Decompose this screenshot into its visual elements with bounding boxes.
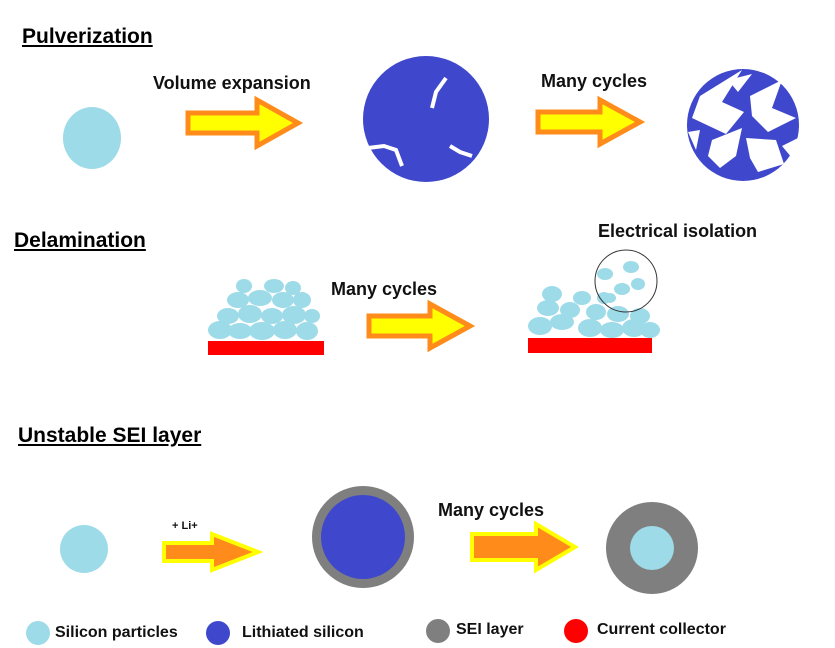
- silicon-particle: [63, 107, 121, 169]
- heading-delamination: Delamination: [14, 229, 146, 252]
- pulverized-particle: [687, 69, 799, 181]
- current-collector-after: [528, 338, 652, 353]
- current-collector-before: [208, 341, 324, 355]
- thick-sei-particle: [606, 502, 698, 594]
- label-li-plus: + Li+: [172, 520, 198, 532]
- legend-label-silicon: Silicon particles: [55, 624, 178, 641]
- legend-markers: [26, 619, 588, 645]
- arrow-many-cycles-pulverization: [535, 95, 646, 149]
- silicon-cluster-after: [528, 286, 660, 338]
- arrow-many-cycles-sei: [470, 520, 579, 574]
- sei-coated-lithiated-particle: [312, 486, 414, 588]
- silicon-cluster-before: [208, 279, 320, 340]
- legend-label-collector: Current collector: [597, 621, 726, 638]
- legend-marker-sei: [426, 619, 450, 643]
- legend-marker-lithiated: [206, 621, 230, 645]
- label-many-cycles-pulverization: Many cycles: [541, 71, 648, 91]
- silicon-particle-sei: [60, 525, 108, 573]
- label-many-cycles-sei: Many cycles: [438, 500, 545, 520]
- pulverization-group: [63, 56, 799, 182]
- lithiated-cracked-particle: [363, 56, 489, 182]
- arrow-li-plus: [162, 531, 264, 573]
- legend-label-sei: SEI layer: [456, 621, 524, 638]
- legend-marker-silicon: [26, 621, 50, 645]
- label-electrical-isolation: Electrical isolation: [598, 221, 758, 241]
- sei-group: [60, 486, 698, 594]
- label-volume-expansion: Volume expansion: [153, 73, 311, 93]
- delamination-group: [208, 249, 660, 355]
- label-many-cycles-delamination: Many cycles: [331, 279, 438, 299]
- isolated-particles: [594, 249, 658, 313]
- legend-label-lithiated: Lithiated silicon: [242, 624, 364, 641]
- legend-marker-collector: [564, 619, 588, 643]
- arrow-many-cycles-delamination: [366, 299, 476, 353]
- heading-pulverization: Pulverization: [22, 25, 153, 48]
- heading-unstable-sei: Unstable SEI layer: [18, 424, 202, 447]
- arrow-volume-expansion: [185, 95, 304, 151]
